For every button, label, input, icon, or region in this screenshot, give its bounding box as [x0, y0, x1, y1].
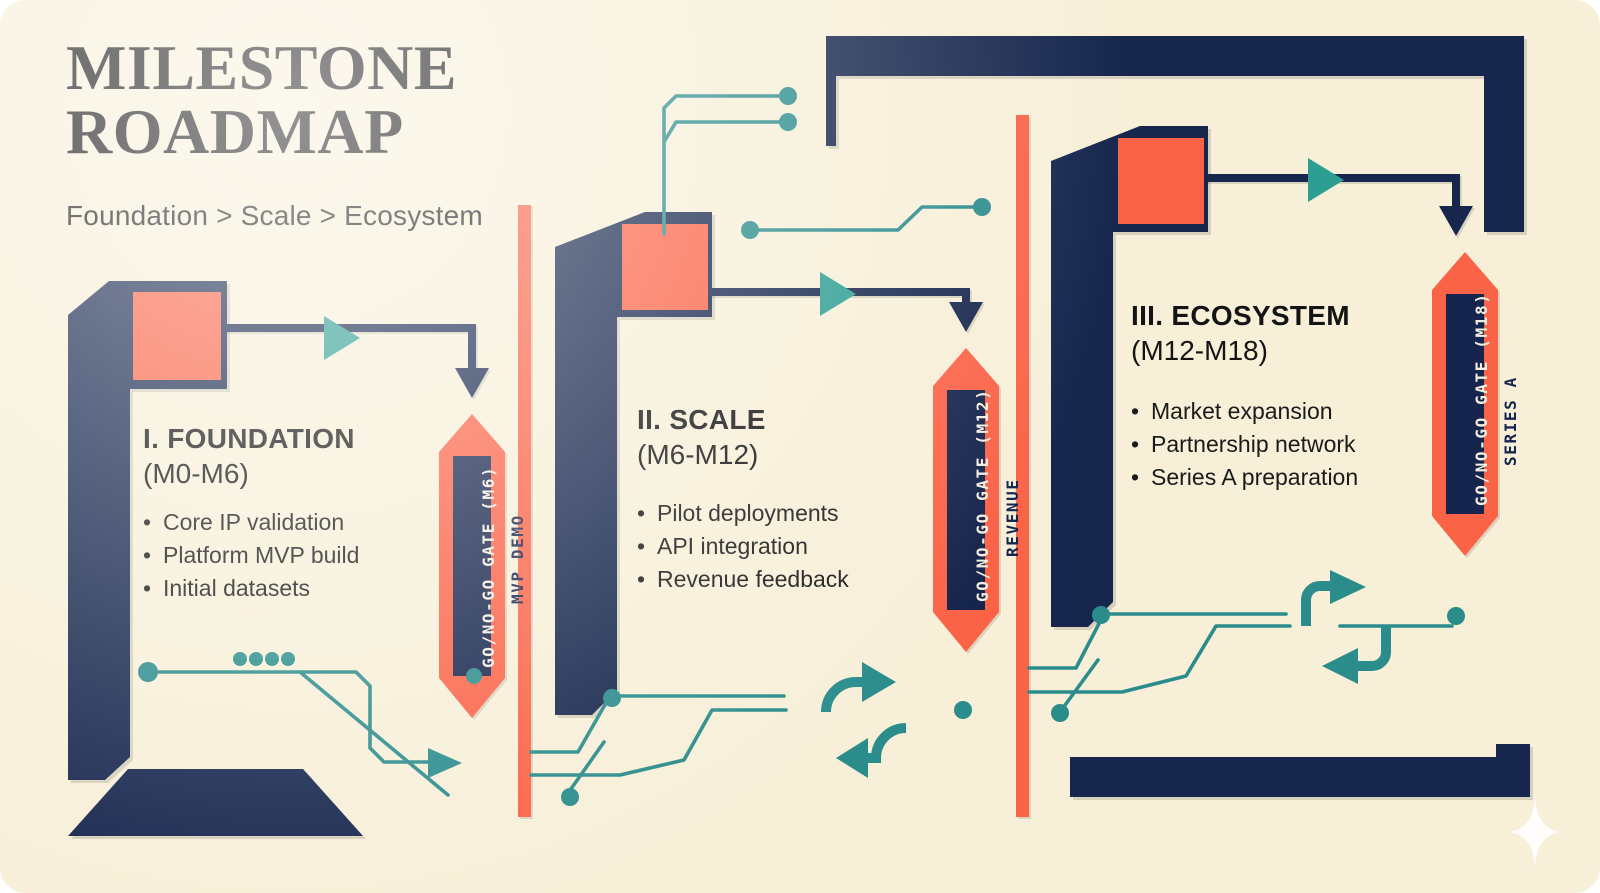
trace-arrowhead — [428, 748, 462, 778]
frame-bracket-top-right — [826, 36, 1524, 232]
page-title-line2: ROADMAP — [66, 96, 404, 167]
phase-3-bracket — [1051, 126, 1208, 627]
trace-top-a — [662, 94, 788, 236]
phase-1-teal-arrowhead — [324, 316, 360, 360]
bottom-left-trapezoid — [68, 769, 363, 836]
phase-2-connector — [708, 288, 983, 332]
trace-s3 — [564, 740, 606, 798]
divider-coral-1 — [518, 205, 531, 817]
phase-title: I. FOUNDATION — [143, 423, 355, 454]
trace-s1 — [529, 694, 786, 754]
gate-label-m6: GO/NO-GO GATE (M6) — [479, 465, 498, 668]
phase-bullet: Pilot deployments — [637, 497, 957, 530]
phase-bullet: Series A preparation — [1131, 461, 1461, 494]
frame-bracket-bottom-right — [1070, 744, 1530, 797]
node-dot — [741, 221, 759, 239]
sparkle-glint — [1509, 793, 1561, 871]
phase-bullet: Initial datasets — [143, 572, 443, 605]
phase-2-marker-square — [622, 224, 708, 310]
node-dot — [1092, 606, 1110, 624]
trace-e2 — [1027, 624, 1292, 694]
phase-bullet: Partnership network — [1131, 428, 1461, 461]
phase-1-bracket — [68, 281, 227, 780]
phase-range: (M0-M6) — [143, 458, 249, 489]
loop-arrow-group-center — [821, 677, 907, 763]
gate-side-label-series-a: SERIES A — [1501, 376, 1520, 466]
loop-arrow-up — [821, 677, 868, 713]
phase-bullet-list: Pilot deployments API integration Revenu… — [637, 497, 957, 596]
node-dot — [1447, 607, 1465, 625]
circuit-traces — [146, 94, 1454, 798]
phase-1-connector — [221, 324, 489, 398]
node-dot — [281, 652, 295, 666]
gate-label-m12: GO/NO-GO GATE (M12) — [973, 388, 992, 602]
page-title-line1: MILESTONE — [66, 32, 457, 103]
node-dot — [233, 652, 247, 666]
loop-arrowhead-right — [862, 662, 896, 702]
loop-arrow-up-r — [1301, 581, 1338, 626]
loop-arrow-down-r — [1352, 626, 1391, 671]
phase-card-scale[interactable]: II. SCALE (M6-M12) Pilot deployments API… — [637, 403, 957, 596]
trace-top-b — [662, 120, 788, 144]
phase-3-connector — [1204, 174, 1473, 236]
gate-side-label-revenue: REVENUE — [1003, 478, 1022, 557]
phase-1-marker-square — [133, 292, 221, 380]
trace-e3 — [1058, 658, 1100, 714]
phase-card-foundation[interactable]: I. FOUNDATION (M0-M6) Core IP validation… — [143, 422, 443, 605]
trace-f2 — [298, 670, 450, 797]
phase-bullet-list: Core IP validation Platform MVP build In… — [143, 506, 443, 605]
page-subtitle: Foundation > Scale > Ecosystem — [66, 200, 483, 231]
loop-arrowhead-left-r — [1322, 648, 1358, 684]
phase-bullet: Platform MVP build — [143, 539, 443, 572]
node-dot — [466, 668, 482, 684]
loop-arrowhead-right-r — [1330, 570, 1366, 604]
phase-bullet: Revenue feedback — [637, 563, 957, 596]
page-title: MILESTONE ROADMAP — [66, 36, 686, 164]
divider-coral-2 — [1016, 115, 1029, 817]
phase-3-marker-square — [1118, 138, 1204, 224]
node-dot — [779, 113, 797, 131]
phase-3-teal-arrowhead — [1308, 158, 1344, 202]
phase-bullet: Market expansion — [1131, 395, 1461, 428]
phase-bullet-list: Market expansion Partnership network Ser… — [1131, 395, 1461, 494]
trace-e1 — [1027, 612, 1288, 670]
gate-m6-inner-bar — [453, 456, 491, 676]
node-dot — [249, 652, 263, 666]
phase-title: II. SCALE — [637, 404, 766, 435]
phase-2-bracket — [555, 212, 712, 715]
phase-bullet: API integration — [637, 530, 957, 563]
node-dot — [265, 652, 279, 666]
gate-label-m18: GO/NO-GO GATE (M18) — [1472, 292, 1491, 506]
node-dot — [779, 87, 797, 105]
circuit-nodes — [138, 87, 1465, 806]
node-dot — [1051, 704, 1069, 722]
loop-arrow-group-right — [1301, 581, 1391, 671]
loop-arrowhead-left — [836, 738, 868, 778]
phase-title: III. ECOSYSTEM — [1131, 300, 1350, 331]
loop-arrow-down — [862, 723, 907, 763]
trace-f1 — [146, 670, 454, 764]
phase-range: (M6-M12) — [637, 439, 759, 470]
node-dot — [138, 662, 158, 682]
trace-s2 — [529, 708, 788, 777]
node-dot — [973, 198, 991, 216]
phase-card-ecosystem[interactable]: III. ECOSYSTEM (M12-M18) Market expansio… — [1131, 299, 1461, 494]
phase-range: (M12-M18) — [1131, 335, 1268, 366]
node-dot — [954, 701, 972, 719]
phase-bullet: Core IP validation — [143, 506, 443, 539]
trace-top-c — [750, 205, 984, 232]
node-dot — [561, 788, 579, 806]
gate-side-label-mvp-demo: MVP DEMO — [508, 514, 527, 604]
phase-2-teal-arrowhead — [820, 272, 856, 316]
node-dot — [603, 689, 621, 707]
